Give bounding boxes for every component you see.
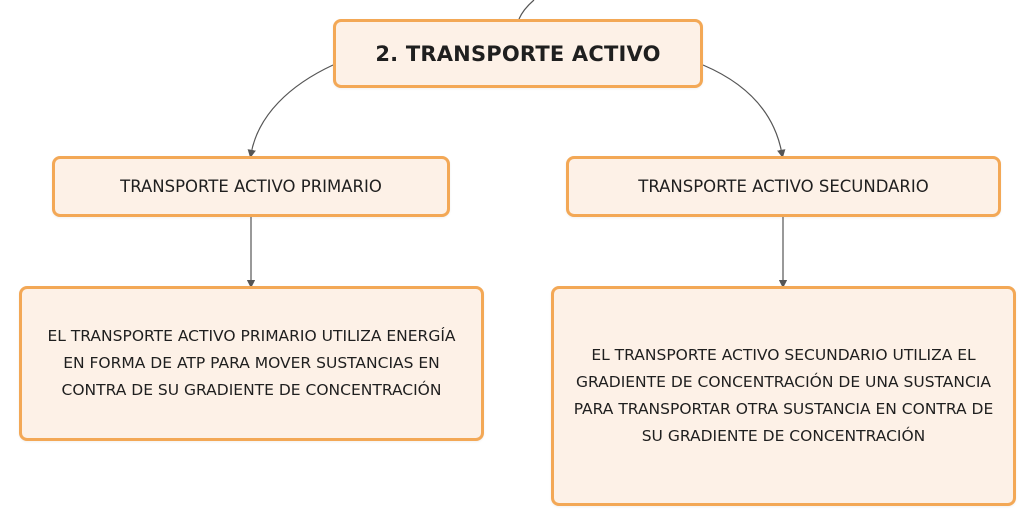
branch-node-secondary[interactable]: TRANSPORTE ACTIVO SECUNDARIO: [566, 156, 1001, 217]
branch-node-secondary-label: TRANSPORTE ACTIVO SECUNDARIO: [638, 177, 929, 196]
description-primary-text: EL TRANSPORTE ACTIVO PRIMARIO UTILIZA EN…: [47, 327, 456, 399]
description-node-primary[interactable]: EL TRANSPORTE ACTIVO PRIMARIO UTILIZA EN…: [19, 286, 484, 441]
branch-node-primary[interactable]: TRANSPORTE ACTIVO PRIMARIO: [52, 156, 450, 217]
description-secondary-text: EL TRANSPORTE ACTIVO SECUNDARIO UTILIZA …: [573, 346, 994, 445]
root-node-label: 2. TRANSPORTE ACTIVO: [375, 41, 661, 66]
description-node-secondary[interactable]: EL TRANSPORTE ACTIVO SECUNDARIO UTILIZA …: [551, 286, 1016, 506]
branch-node-primary-label: TRANSPORTE ACTIVO PRIMARIO: [120, 177, 382, 196]
connector-root-to-secondary: [702, 64, 786, 159]
incoming-connector: [518, 0, 535, 20]
root-node[interactable]: 2. TRANSPORTE ACTIVO: [333, 19, 703, 88]
connector-root-to-primary: [247, 64, 334, 159]
